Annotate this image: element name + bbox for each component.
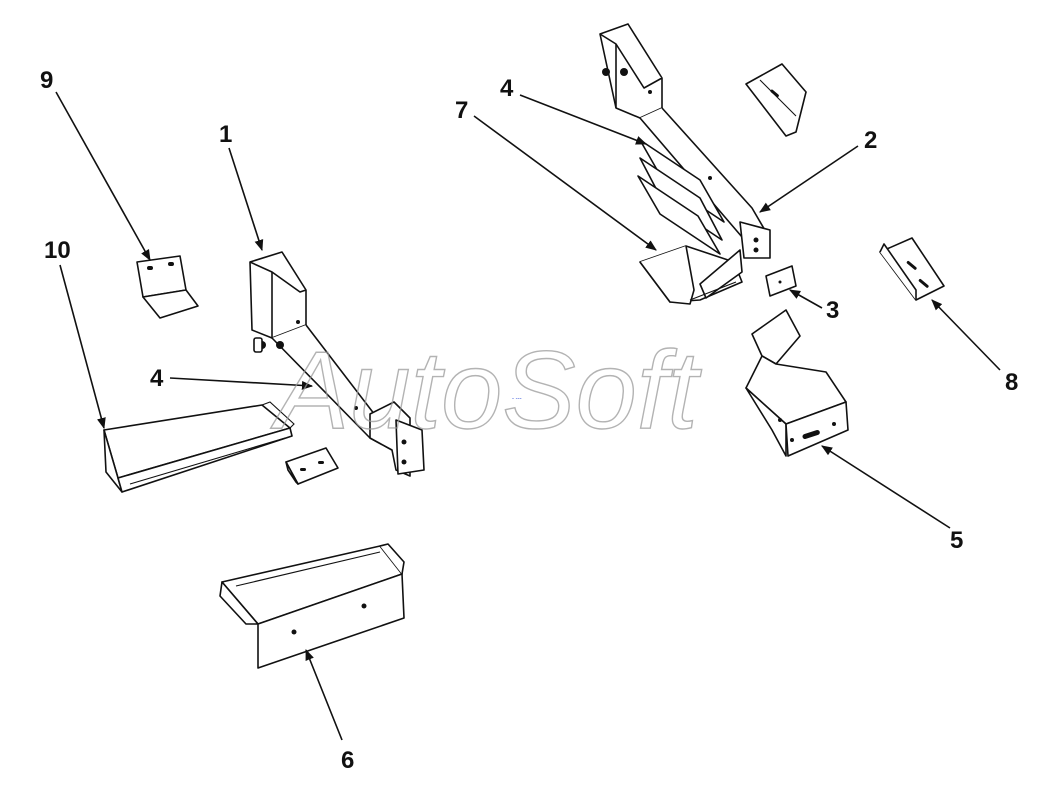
callout-labels: 9 1 10 4 4 7 2 3 8 5 6 [40,67,1018,774]
callout-4-left: 4 [150,365,164,392]
callout-7: 7 [455,97,468,124]
part-1-main-bracket-left [249,251,425,477]
leader-9 [55,91,151,261]
leader-8 [931,299,1001,371]
leader-lines [55,91,1001,741]
part-clip-top-right [745,63,807,137]
callout-8: 8 [1005,369,1018,396]
callout-4-upper: 4 [500,75,514,102]
leader-4-left [169,377,314,390]
part-5-box-bracket [745,309,849,457]
leader-3 [789,289,823,309]
part-10-long-cover [103,401,295,493]
watermark-text: AutoSoft [270,329,702,452]
leader-1 [228,147,264,252]
callout-2: 2 [864,127,877,154]
leader-4-upper [519,94,648,145]
watermark: AutoSoft - --- [269,328,703,452]
callout-10: 10 [44,237,71,264]
part-4-shims-upper [637,139,725,255]
callout-6: 6 [341,747,354,774]
leader-7 [473,115,657,251]
leader-5 [821,445,951,529]
leader-10 [59,264,106,430]
leader-2 [759,145,859,213]
watermark-mark: - --- [512,396,522,402]
part-9-small-bracket [136,255,199,319]
part-6-lower-cover [219,543,405,669]
part-7-bottom-cover [639,245,743,305]
callout-5: 5 [950,527,963,554]
part-4-shim-left [285,447,339,485]
part-2-main-bracket-right [599,23,771,259]
callout-1: 1 [219,121,232,148]
part-3-small-plate [765,265,797,297]
callout-9: 9 [40,67,53,94]
part-8-clip [879,237,945,301]
callout-3: 3 [826,297,839,324]
leader-6 [305,648,343,741]
